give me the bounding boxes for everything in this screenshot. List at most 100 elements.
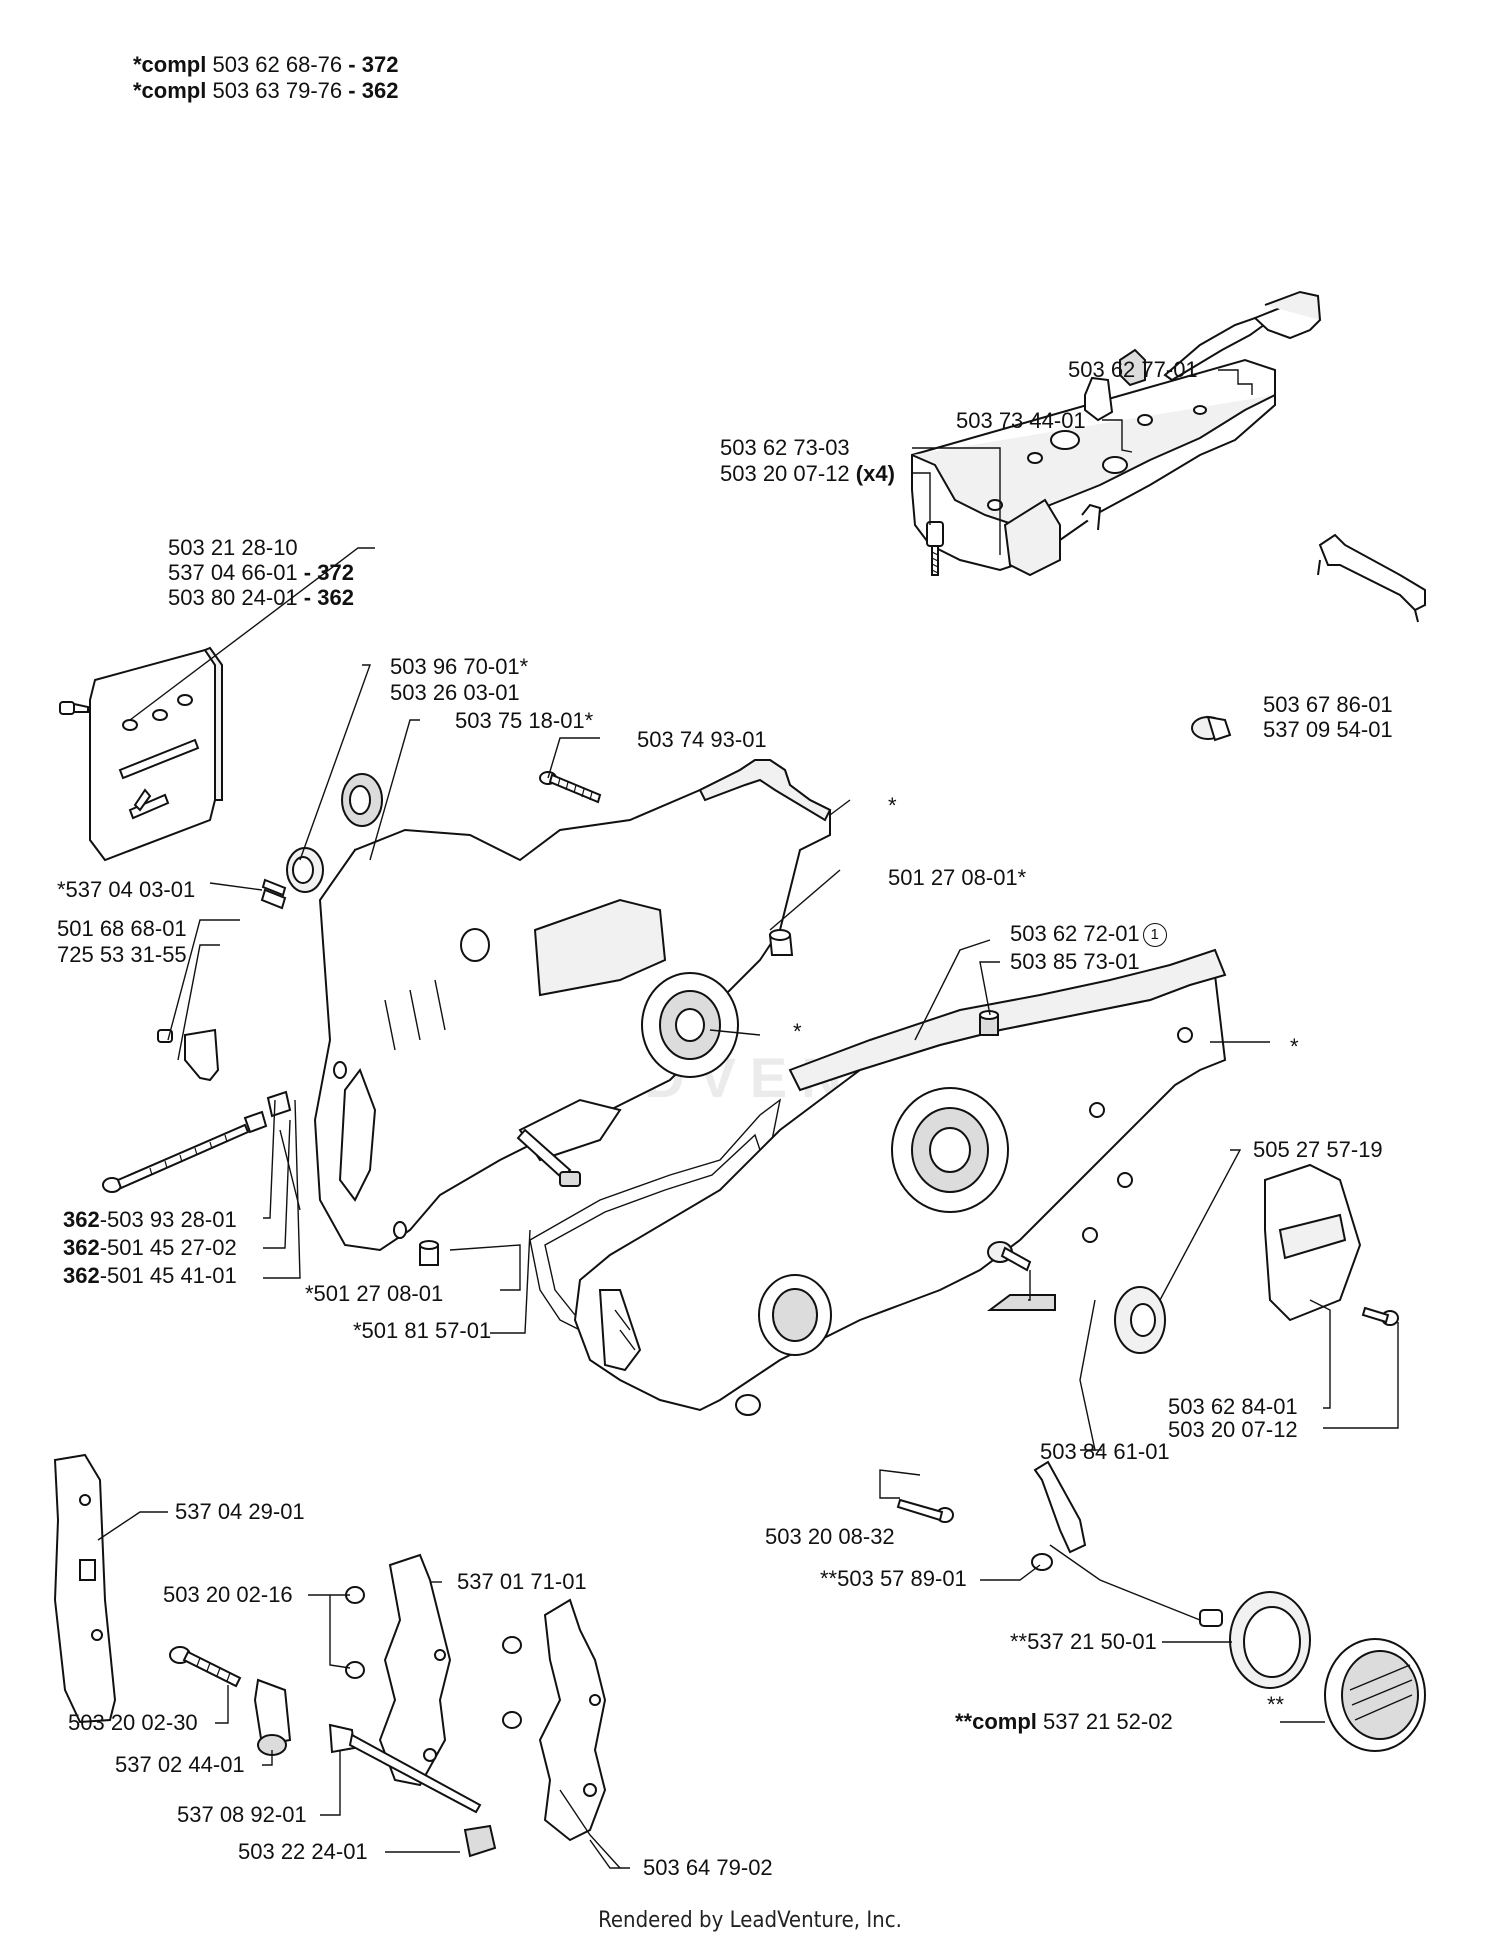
qty: (x4)	[855, 461, 895, 486]
part-number: 503 20 07-12	[720, 461, 850, 486]
label-501452702: 362-501 45 27-02	[63, 1236, 237, 1260]
header-model: 362	[361, 78, 399, 103]
crankcase-left-part	[313, 759, 832, 1252]
label-star-2: *	[793, 1019, 802, 1044]
screw-x4-part	[926, 521, 944, 576]
label-537024401: 537 02 44-01	[115, 1752, 245, 1777]
plug-part	[1191, 715, 1232, 742]
screws-bottom-part	[169, 1586, 522, 1729]
adjust-screw-part	[102, 1090, 292, 1193]
label-503200216: 503 20 02-16	[163, 1582, 293, 1607]
label-503734401: 503 73 44-01	[956, 408, 1086, 433]
nut-part	[463, 1824, 497, 1858]
label-503200712-b: 503 20 07-12	[1168, 1417, 1298, 1442]
rod-part	[516, 1128, 581, 1187]
seal-part	[286, 847, 324, 893]
label-503647902: 503 64 79-02	[643, 1855, 773, 1880]
label-537042901: 537 04 29-01	[175, 1499, 305, 1524]
compl-prefix: **compl	[955, 1709, 1037, 1734]
bar-plate-part	[89, 646, 223, 862]
dowel-part	[260, 888, 287, 910]
handle-bracket-part	[1163, 290, 1322, 382]
label-501454101: 362-501 45 41-01	[63, 1264, 237, 1288]
crankcase-right-part	[573, 948, 1227, 1416]
header-sep: -	[342, 52, 362, 77]
label-537046601: 537 04 66-01 - 372	[168, 561, 354, 585]
pin-left-part	[261, 878, 287, 897]
oil-hose-part	[1317, 533, 1426, 623]
model: - 362	[297, 585, 354, 610]
label-503260301: 503 26 03-01	[390, 680, 520, 705]
part-number: -503 93 28-01	[99, 1207, 237, 1232]
part-number: 537 21 52-02	[1036, 1709, 1173, 1734]
bearing-part	[341, 773, 383, 827]
label-503751801: 503 75 18-01*	[455, 708, 594, 733]
label-537089201: 537 08 92-01	[177, 1802, 307, 1827]
label-503846101: 503 84 61-01	[1040, 1439, 1170, 1464]
label-505275719: 505 27 57-19	[1253, 1137, 1383, 1162]
screw-small-part	[59, 701, 89, 715]
header-sep: -	[342, 78, 362, 103]
circled-1-note: 1	[1142, 923, 1167, 948]
seal-right-part	[1114, 1286, 1166, 1354]
label-compl-537215202: **compl 537 21 52-02	[955, 1710, 1173, 1734]
chain-catcher-part	[1264, 1163, 1362, 1322]
model: 362	[63, 1207, 100, 1232]
bushing-right-part	[979, 1010, 999, 1036]
header-compl-362: *compl 503 63 79-76 - 362	[133, 78, 398, 103]
part-number: -501 45 27-02	[99, 1235, 237, 1260]
label-503749301: 503 74 93-01	[637, 727, 767, 752]
screw-right-part	[1361, 1306, 1399, 1326]
header-model: 372	[361, 52, 399, 77]
model: 362	[63, 1263, 100, 1288]
label-503627701: 503 62 77-01	[1068, 357, 1198, 382]
fuel-filter-hose-part	[1031, 1460, 1223, 1627]
label-503200230: 503 20 02-30	[68, 1710, 198, 1735]
label-503967001: 503 96 70-01*	[390, 654, 529, 679]
label-503932801: 362-503 93 28-01	[63, 1208, 237, 1232]
label-star-1: *	[888, 793, 897, 818]
header-part-number: 503 63 79-76	[212, 78, 343, 103]
label-503578901: **503 57 89-01	[820, 1566, 967, 1591]
label-537040301: *537 04 03-01	[57, 877, 196, 902]
label-537215001: **537 21 50-01	[1010, 1629, 1157, 1654]
valve-part	[987, 1241, 1032, 1272]
part-number: 503 80 24-01	[168, 585, 298, 610]
label-725533155: 725 53 31-55	[57, 942, 187, 967]
label-501815701: *501 81 57-01	[353, 1318, 492, 1343]
bushing-part	[768, 929, 794, 956]
header-prefix: *compl	[133, 78, 207, 103]
side-plate-part	[53, 1453, 117, 1724]
label-503857301: 503 85 73-01	[1010, 949, 1140, 974]
label-537017101: 537 01 71-01	[457, 1569, 587, 1594]
part-number: 503 62 72-01	[1010, 921, 1140, 946]
header-part-number: 503 62 68-76	[212, 52, 343, 77]
spike-part-b	[538, 1598, 607, 1842]
top-cover-part	[911, 348, 1276, 577]
part-number: -501 45 41-01	[99, 1263, 237, 1288]
label-star-3: *	[1290, 1034, 1299, 1059]
label-501270801-a: 501 27 08-01*	[888, 865, 1027, 890]
footer-credit: Rendered by LeadVenture, Inc.	[598, 1908, 902, 1933]
header-prefix: *compl	[133, 52, 207, 77]
label-503222401: 503 22 24-01	[238, 1839, 368, 1864]
part-number: 537 04 66-01	[168, 560, 298, 585]
label-501270801-b: *501 27 08-01	[305, 1281, 444, 1306]
spacer-part	[253, 1678, 292, 1756]
leader-lines	[97, 369, 1399, 1869]
model: - 372	[297, 560, 354, 585]
stud-part	[328, 1723, 482, 1814]
label-503802401: 503 80 24-01 - 362	[168, 586, 354, 610]
label-503678601: 503 67 86-01	[1263, 692, 1393, 717]
label-double-star: **	[1267, 1692, 1285, 1717]
label-503200832: 503 20 08-32	[765, 1524, 895, 1549]
model: 362	[63, 1235, 100, 1260]
spike-part-a	[378, 1553, 452, 1787]
label-503627303: 503 62 73-03	[720, 435, 850, 460]
label-537095401: 537 09 54-01	[1263, 717, 1393, 742]
label-501686801: 501 68 68-01	[57, 916, 187, 941]
label-503212810: 503 21 28-10	[168, 535, 298, 560]
bracket-left-part	[157, 1028, 220, 1082]
